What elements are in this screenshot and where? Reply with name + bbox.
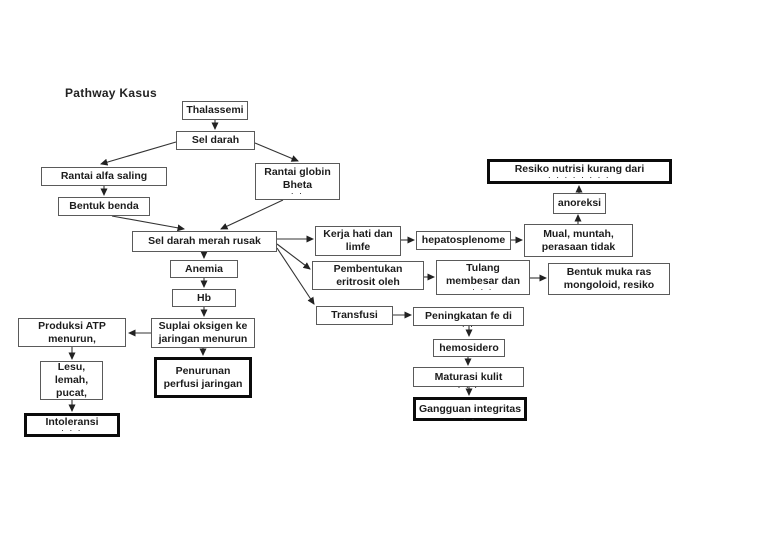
node-label: Bentuk benda [69, 200, 139, 212]
node-mual-muntah: Mual, muntah,perasaan tidak [524, 224, 633, 257]
node-bentuk-benda: Bentuk benda [58, 197, 150, 216]
node-anemia: Anemia [170, 260, 238, 278]
node-label: Resiko nutrisi kurang dari [514, 162, 645, 175]
node-sel-darah: Sel darah [176, 131, 255, 150]
clipped-text-dots: · · · [472, 289, 494, 293]
node-hepatosplenome: hepatosplenome [416, 231, 511, 250]
node-resiko-nutrisi: Resiko nutrisi kurang dari· · · · · · · … [487, 159, 672, 184]
arrow [254, 142, 299, 162]
clipped-text-dots: · · · [458, 386, 479, 391]
node-thalassemi: Thalassemi [182, 101, 248, 120]
page-title: Pathway Kasus [65, 86, 157, 100]
node-label: Sel darah merah rusak [148, 235, 261, 247]
arrow [276, 243, 311, 270]
node-hemosidero: hemosidero [433, 339, 505, 357]
node-label: Peningkatan fe di [425, 310, 512, 322]
clipped-text-dots: · · · · · · · · [548, 176, 611, 181]
clipped-text-dots: · · [463, 418, 477, 423]
arrow [100, 141, 177, 166]
node-hb: Hb [172, 289, 236, 307]
node-label: Transfusi [331, 309, 378, 321]
node-rantai-alfa: Rantai alfa saling [41, 167, 167, 186]
arrow [111, 215, 185, 232]
node-lesu-lemah-pucat: Lesu,lemah,pucat, [40, 361, 103, 400]
arrow [276, 247, 315, 305]
node-label: Hb [197, 291, 211, 304]
node-label: Lesu,lemah,pucat, [54, 361, 89, 399]
node-label: anoreksi [557, 197, 602, 209]
node-label: Sel darah [191, 134, 240, 146]
node-gangguan-integritas: Gangguan integritas · · [413, 397, 527, 423]
clipped-text-dots: · · [291, 193, 304, 197]
node-label: hepatosplenome [421, 234, 506, 246]
node-label: hemosidero [439, 341, 499, 354]
node-label: Thalassemi [186, 104, 244, 116]
node-label: Rantai alfa saling [60, 170, 148, 182]
node-transfusi: Transfusi [316, 306, 393, 325]
node-maturasi-kulit: Maturasi kulit · · · [413, 367, 524, 391]
node-anoreksi: anoreksi [553, 193, 606, 214]
node-label: Maturasi kulit [434, 370, 503, 383]
clipped-text-dots: · · · [61, 430, 83, 434]
node-label: Intoleransi [45, 416, 99, 428]
node-label: Anemia [185, 262, 223, 275]
node-label: Gangguan integritas [418, 402, 522, 415]
arrow [220, 199, 284, 230]
node-peningkatan-fe: Peningkatan fe di · · [413, 307, 524, 330]
node-intoleransi: Intoleransi · · · [24, 413, 120, 437]
clipped-text-dots: · · [462, 325, 475, 330]
node-sel-darah-merah: Sel darah merah rusak [132, 231, 277, 252]
node-label: Mual, muntah,perasaan tidak [541, 227, 616, 253]
